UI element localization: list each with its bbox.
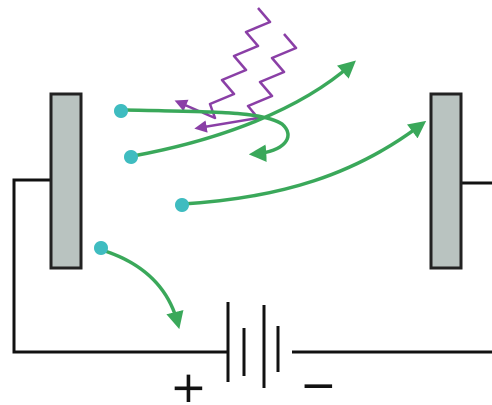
right-electrode xyxy=(429,92,463,270)
electrons xyxy=(94,104,189,255)
photon-wave-icon xyxy=(174,7,272,120)
left-electrode xyxy=(49,92,83,270)
electron-icon xyxy=(114,104,128,118)
electron-icon xyxy=(175,198,189,212)
circuit-wire xyxy=(12,178,492,354)
electron-path-middle xyxy=(181,120,427,206)
electron-icon xyxy=(124,150,138,164)
electron-path-upper xyxy=(131,60,356,158)
electron-icon xyxy=(94,241,108,255)
battery xyxy=(226,302,280,388)
battery-negative-label: − xyxy=(300,360,337,405)
battery-positive-label: + xyxy=(170,362,207,405)
electron-path-return xyxy=(100,248,184,330)
left-wire xyxy=(12,178,228,354)
electron-path-loop xyxy=(123,108,290,162)
electron-paths xyxy=(100,60,427,330)
